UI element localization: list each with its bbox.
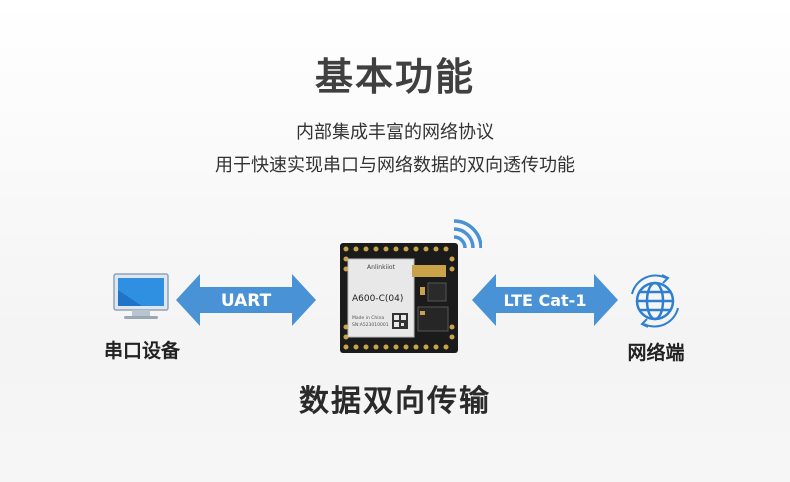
globe-icon [626, 272, 684, 330]
subtitle-line-1: 内部集成丰富的网络协议 [0, 118, 790, 144]
module-made-in: Made in China [352, 315, 384, 321]
page-title: 基本功能 [0, 46, 790, 101]
module-serial: SN:A523010001 [352, 322, 389, 328]
monitor-icon [112, 272, 172, 322]
uart-label: UART [221, 291, 272, 311]
module-brand: Anlinkiiot [367, 264, 396, 271]
left-node-label: 串口设备 [92, 336, 192, 363]
lte-label: LTE Cat-1 [504, 291, 587, 310]
uart-arrow: UART [176, 274, 316, 326]
module-pcb: Anlinkiiot A600-C(04) Made in China SN:A… [340, 243, 458, 353]
module-model: A600-C(04) [352, 294, 403, 304]
lte-arrow: LTE Cat-1 [472, 274, 618, 326]
right-node-label: 网络端 [606, 338, 706, 365]
subtitle-line-2: 用于快速实现串口与网络数据的双向透传功能 [0, 151, 790, 177]
diagram-caption: 数据双向传输 [0, 376, 790, 420]
